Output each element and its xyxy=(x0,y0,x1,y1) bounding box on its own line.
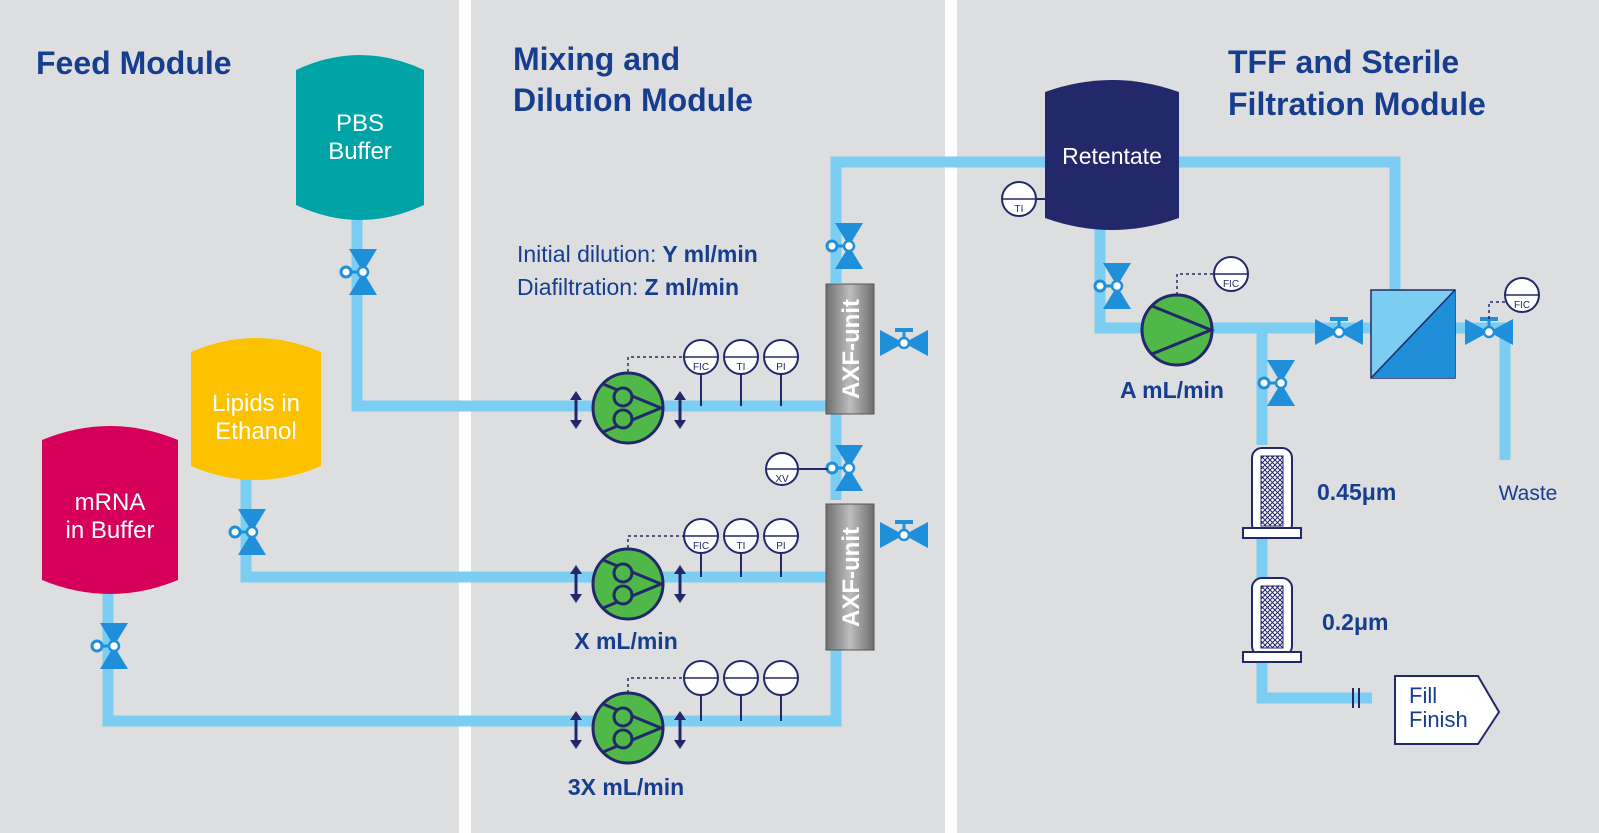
filter-045-cartridge xyxy=(1260,455,1284,527)
filter-045 xyxy=(1242,447,1302,539)
fic-label-1: FIC xyxy=(693,362,709,373)
pi-label-1: PI xyxy=(776,362,785,373)
fill-finish-label-1: Fill xyxy=(1409,683,1437,708)
pipe-mrna xyxy=(102,585,842,727)
diafiltration-label: Diafiltration: xyxy=(517,274,638,300)
mixing-module-panel xyxy=(471,0,945,833)
pump-pbs xyxy=(591,371,665,445)
pbs-tank-label-2: Buffer xyxy=(328,138,392,165)
tff-pump-arrow xyxy=(1151,304,1215,356)
initial-dilution: Initial dilution:Y ml/min xyxy=(517,241,758,267)
diafiltration: Diafiltration:Z ml/min xyxy=(517,274,739,300)
pipe-tff-loop xyxy=(1094,225,1511,460)
signal-line-1 xyxy=(627,356,684,372)
initial-dilution-label: Initial dilution: xyxy=(517,241,656,267)
pbs-tank-label-1: PBS xyxy=(336,110,384,137)
mrna-tank-label-1: mRNA xyxy=(75,489,146,516)
tff-module-title-line2: Filtration Module xyxy=(1228,86,1486,122)
flow-rate-x: X mL/min xyxy=(574,628,678,654)
instrument-group-3 xyxy=(627,660,799,721)
tff-membrane-line xyxy=(1370,289,1456,379)
axf-unit-bottom-label: AXF-unit xyxy=(838,527,865,627)
tff-module-title-line1: TFF and Sterile xyxy=(1228,44,1459,80)
axf-unit-bottom xyxy=(825,503,875,651)
fill-finish-label-2: Finish xyxy=(1409,707,1468,732)
pi-label-2: PI xyxy=(776,541,785,552)
pbs-buffer-tank xyxy=(296,55,424,220)
signal-line-2 xyxy=(627,535,684,548)
filter-045-label: 0.45μm xyxy=(1317,479,1396,505)
pipe-fill-finish xyxy=(1256,652,1372,704)
mrna-tank-label-2: in Buffer xyxy=(66,517,155,544)
filter-02-label: 0.2μm xyxy=(1322,609,1389,635)
tff-signal-line xyxy=(1176,273,1214,295)
fic-permeate-label: FIC xyxy=(1514,300,1530,311)
mrna-buffer-tank xyxy=(42,426,178,594)
flow-rate-3x: 3X mL/min xyxy=(568,774,684,800)
pump-mrna xyxy=(591,691,665,765)
lipids-tank-label-2: Ethanol xyxy=(215,418,296,445)
retentate-tank-label: Retentate xyxy=(1062,143,1162,169)
ti-label-1: TI xyxy=(737,362,746,373)
ti-label-2: TI xyxy=(737,541,746,552)
fic-label-2: FIC xyxy=(693,541,709,552)
waste-label: Waste xyxy=(1499,482,1558,505)
signal-line-3 xyxy=(627,677,684,693)
pipe-pbs xyxy=(351,215,830,412)
feed-module-title: Feed Module xyxy=(36,45,232,81)
retentate-tank xyxy=(1045,80,1179,230)
instrument-group-2: FIC TI PI xyxy=(627,518,799,577)
axf-unit-top xyxy=(825,283,875,415)
xv-label: XV xyxy=(775,474,789,485)
tff-pump xyxy=(1140,293,1215,367)
mixing-module-title-line1: Mixing and xyxy=(513,41,680,77)
lipids-tank-label-1: Lipids in xyxy=(212,390,300,417)
fic-tff-label: FIC xyxy=(1223,279,1239,290)
filter-02-base xyxy=(1242,651,1302,663)
axf-unit-top-label: AXF-unit xyxy=(838,299,865,399)
filter-02-cartridge xyxy=(1260,585,1284,649)
instrument-group-1: FIC TI PI xyxy=(627,339,799,406)
mixing-module-title-line2: Dilution Module xyxy=(513,82,753,118)
fill-finish-outlet xyxy=(1394,675,1501,745)
filter-02 xyxy=(1242,577,1302,663)
flow-rate-a: A mL/min xyxy=(1120,377,1224,403)
lipids-ethanol-tank xyxy=(191,338,321,480)
pump-lipids xyxy=(591,547,665,621)
filter-045-base xyxy=(1242,527,1302,539)
diafiltration-value: Z ml/min xyxy=(644,274,739,300)
ti-retentate-label: TI xyxy=(1015,204,1024,215)
initial-dilution-value: Y ml/min xyxy=(662,241,757,267)
